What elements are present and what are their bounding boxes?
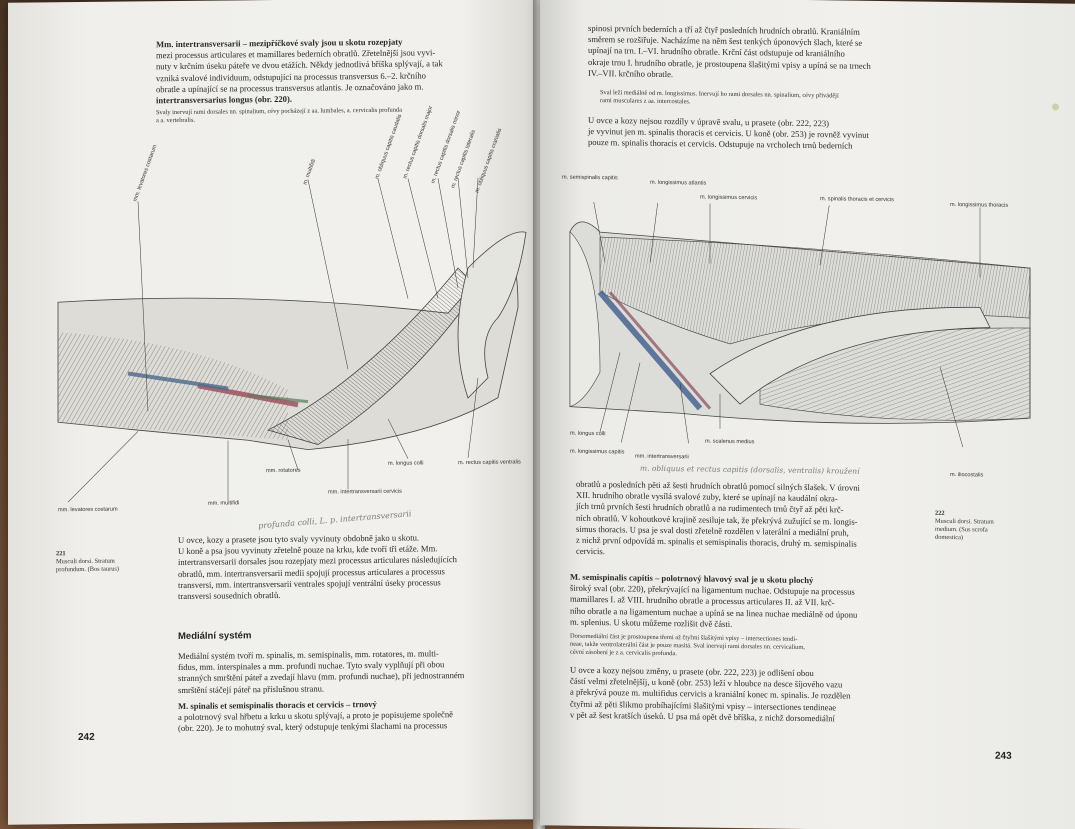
page-number: 243 — [995, 750, 1012, 762]
section-heading: Mediální systém — [178, 630, 252, 643]
right-top-paragraph: spinosi prvních bederních a tří až čtyř … — [588, 23, 960, 84]
right-small-note: Sval leží mediálně od m. longissimus. In… — [600, 89, 980, 110]
fig-label: m. longissimus cervicis — [700, 194, 758, 202]
page-corner-dot — [1052, 103, 1059, 111]
fig-label: m. scalenus medius — [705, 438, 755, 446]
figure-vessel-blue — [597, 290, 703, 411]
fig-label: m. longissimus atlantis — [650, 179, 707, 187]
figure-222-illustration — [569, 201, 1031, 449]
fig-label: mm. rotatores — [266, 467, 301, 475]
right-second-paragraph: U ovce a kozy nejsou rozdíly v úpravě sv… — [588, 115, 960, 154]
fig-label: m. spinalis thoracis et cervicis — [820, 196, 894, 204]
fig-label: m. semispinalis capitis — [562, 174, 618, 182]
fig-label: mm. levatores costarum — [58, 506, 118, 514]
fig-label: mm. intertransversarii cervicis — [328, 488, 402, 496]
fig-label: m. longissimus capitis — [570, 448, 625, 456]
fig-label: m. longus colli — [388, 460, 424, 467]
fig-label: mm. intertransversarii — [635, 453, 689, 461]
figure-caption: 222 Musculi dorsi. Stratum medium. (Sus … — [935, 510, 1025, 543]
left-page: Mm. intertransversarii – mezipříčkové sv… — [8, 0, 540, 825]
page-number: 242 — [78, 731, 95, 744]
left-system-paragraph: Mediální systém tvoří m. spinalis, m. se… — [178, 647, 532, 696]
handwritten-note: m. obliquus et rectus capitis (dorsalis,… — [640, 463, 860, 476]
figure-vessel-green — [247, 393, 309, 404]
figure-caption: 221 Musculi dorsi. Stratum profundum. (B… — [56, 549, 156, 574]
fig-label: mm. multifidi — [208, 500, 240, 507]
right-bottom-paragraph: U ovce a kozy nejsou změny, u prasete (o… — [570, 665, 926, 726]
fig-label: m. rectus capitis ventralis — [458, 459, 521, 467]
right-small-note-2: Dorsomediální část je prostoupena třemi … — [570, 633, 926, 662]
figure-vessel-blue — [127, 371, 229, 391]
right-page: spinosi prvních bederních a tří až čtyř … — [540, 0, 1075, 829]
left-small-note: Svaly inervují rami dorsales nn. spinali… — [156, 105, 536, 125]
left-middle-paragraph: U ovce, kozy a prasete jsou tyto svaly v… — [178, 531, 532, 602]
left-bottom-paragraph: M. spinalis et semispinalis thoracis et … — [178, 697, 532, 734]
caption-line: profundum. (Bos taurus) — [56, 565, 120, 574]
fig-label: m. iliocostalis — [950, 471, 984, 479]
figure-221-illustration — [57, 177, 527, 503]
figure-neck-curve — [709, 306, 991, 405]
left-top-paragraph: Mm. intertransversarii – mezipříčkové sv… — [156, 35, 528, 106]
text-line: (obr. 220). Je to mohutný sval, který od… — [178, 720, 448, 734]
right-capitis-paragraph: M. semispinalis capitis – polotrnový hla… — [570, 572, 926, 633]
right-middle-paragraph: obratlů a posledních pěti až šesti hrudn… — [576, 479, 926, 562]
figure-vessel-red — [608, 291, 712, 410]
figure-skull — [457, 231, 527, 399]
text-line: transversi sousedních obratlů. — [178, 589, 281, 602]
fig-label: m. longus colli — [570, 430, 606, 438]
figure-shoulder — [569, 230, 601, 408]
figure-ribs — [58, 332, 288, 440]
caption-line: domestica) — [935, 533, 964, 542]
